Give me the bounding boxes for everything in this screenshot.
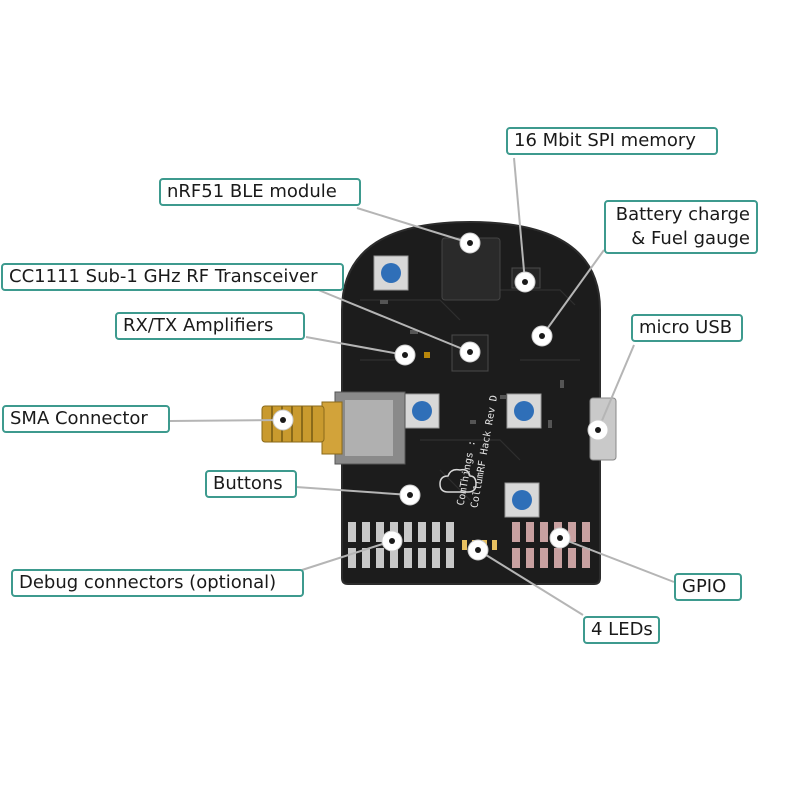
button-middle-left: [404, 393, 440, 429]
label-buttons: Buttons: [205, 470, 297, 498]
label-rf-transceiver: CC1111 Sub-1 GHz RF Transceiver: [1, 263, 344, 291]
label-ble-module: nRF51 BLE module: [159, 178, 361, 206]
marker-micro-usb: [587, 419, 609, 441]
marker-spi-memory: [514, 271, 536, 293]
marker-buttons: [399, 484, 421, 506]
button-bottom-right: [504, 482, 540, 518]
label-gpio: GPIO: [674, 573, 742, 601]
sma-connector: [261, 391, 406, 465]
marker-gpio: [549, 527, 571, 549]
label-micro-usb: micro USB: [631, 314, 743, 342]
label-battery-line-2: & Fuel gauge: [631, 228, 750, 249]
button-top-left: [373, 255, 409, 291]
marker-ble-module: [459, 232, 481, 254]
label-battery: Battery charge & Fuel gauge: [604, 200, 758, 254]
gpio-header-pins: [512, 522, 590, 568]
label-leds: 4 LEDs: [583, 616, 660, 644]
marker-amplifiers: [394, 344, 416, 366]
marker-sma: [272, 409, 294, 431]
label-amplifiers: RX/TX Amplifiers: [115, 312, 305, 340]
marker-battery: [531, 325, 553, 347]
cloud-logo-icon: [439, 468, 477, 493]
callout-lines: [169, 157, 675, 616]
marker-leds: [467, 539, 489, 561]
button-middle-right: [506, 393, 542, 429]
label-spi-memory: 16 Mbit SPI memory: [506, 127, 718, 155]
label-debug: Debug connectors (optional): [11, 569, 304, 597]
marker-debug: [381, 530, 403, 552]
label-sma: SMA Connector: [2, 405, 170, 433]
marker-rf-transceiver: [459, 341, 481, 363]
label-battery-line-1: Battery charge: [615, 204, 750, 225]
